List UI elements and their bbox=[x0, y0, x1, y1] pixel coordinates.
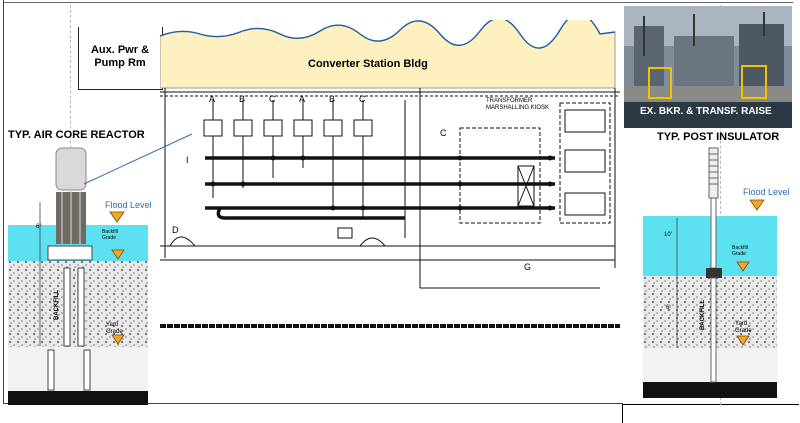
backfill-vertical-left: BACKFILL bbox=[54, 290, 60, 320]
flood-level-left: Flood Level bbox=[105, 200, 152, 210]
phase-letter-6: C bbox=[359, 94, 366, 104]
reactor-title: TYP. AIR CORE REACTOR bbox=[8, 129, 145, 141]
yard-grade-right: Yard Grade bbox=[735, 321, 752, 334]
transformer-kiosk-label: TRANSFORMER MARSHALLING KIOSK bbox=[486, 98, 550, 111]
flood-level-right: Flood Level bbox=[743, 187, 790, 197]
callout-d: D bbox=[172, 225, 179, 235]
phase-letter-5: B bbox=[329, 94, 336, 104]
backfill-grade-left: Backfill Grade bbox=[102, 229, 118, 241]
page-border-bottom bbox=[3, 403, 623, 404]
backfill-vertical-right: BACKFILL bbox=[700, 300, 706, 330]
yard-grade-left: Yard Grade bbox=[106, 322, 123, 335]
phase-letter-3: C bbox=[269, 94, 276, 104]
converter-building-label: Converter Station Bldg bbox=[308, 58, 428, 70]
reactor-leader-line bbox=[83, 133, 193, 185]
dashed-guide-right bbox=[720, 5, 721, 405]
aux-room-label: Aux. Pwr & Pump Rm bbox=[90, 44, 150, 69]
callout-i: I bbox=[186, 155, 189, 165]
aux-room-box bbox=[78, 27, 163, 90]
title-block-corner bbox=[622, 404, 799, 423]
converter-building bbox=[160, 20, 616, 89]
page-border-top bbox=[3, 2, 793, 3]
single-line-diagram bbox=[160, 88, 620, 328]
post-insulator-section bbox=[643, 147, 777, 398]
dim-10-label: 10' bbox=[664, 232, 672, 238]
backfill-grade-right: Backfill Grade bbox=[732, 245, 748, 257]
callout-c: C bbox=[440, 128, 447, 138]
insulator-title: TYP. POST INSULATOR bbox=[657, 131, 780, 143]
phase-letter-1: A bbox=[209, 94, 216, 104]
callout-g: G bbox=[524, 262, 532, 272]
photo-caption: EX. BKR. & TRANSF. RAISE bbox=[640, 106, 772, 117]
phase-letter-2: B bbox=[239, 94, 246, 104]
phase-letter-4: A bbox=[299, 94, 306, 104]
dim-6-label: 6' bbox=[666, 305, 671, 311]
breaker-transformer-photo bbox=[624, 6, 792, 128]
page-border-left bbox=[3, 0, 4, 404]
air-core-reactor-section bbox=[8, 147, 148, 405]
dim-left-label: 6° bbox=[36, 224, 42, 230]
